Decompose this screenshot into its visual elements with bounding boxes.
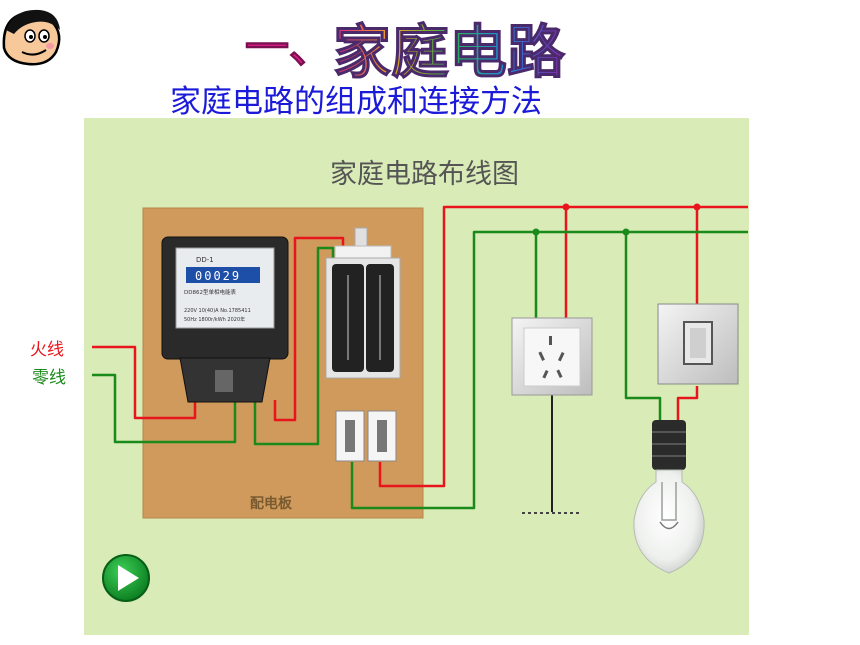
meter-name-line: DD862型单相电能表 <box>184 288 236 296</box>
wall-socket-icon <box>511 317 593 396</box>
live-wire-in <box>92 345 197 420</box>
junction-dots <box>532 203 701 236</box>
fuse-right <box>367 410 397 462</box>
meter-spec-line-1: 220V 10(40)A No.1785411 <box>184 308 251 314</box>
diagram-title: 家庭电路布线图 <box>330 159 519 190</box>
light-switch[interactable] <box>657 303 739 385</box>
meter-model: DD-1 <box>196 256 214 264</box>
live-wire-lamp <box>676 386 699 420</box>
electricity-meter: DD-1 00029 DD862型单相电能表 220V 10(40)A No.1… <box>161 236 289 403</box>
meter-spec-line-2: 50Hz 1800r/kWh 2020年 <box>184 316 245 323</box>
live-wire-main <box>378 205 748 488</box>
live-wire-meter-switch <box>273 236 345 422</box>
section-heading: 家庭电路 <box>333 18 566 86</box>
play-icon <box>118 565 139 591</box>
section-heading-prefix: 一、 <box>245 22 333 73</box>
live-wire-label: 火线 <box>30 340 64 360</box>
neutral-wire-lamp <box>624 232 662 420</box>
light-bulb-icon <box>633 420 705 574</box>
meter-counter <box>186 267 260 283</box>
neutral-wire-meter-switch <box>253 246 335 446</box>
slide-subtitle: 家庭电路的组成和连接方法 <box>170 84 542 120</box>
neutral-wire-in <box>92 373 237 444</box>
play-button[interactable] <box>102 554 150 602</box>
wiring <box>92 205 748 514</box>
neutral-wire-label: 零线 <box>32 368 66 388</box>
board-label: 配电板 <box>250 495 293 512</box>
mascot-logo-icon <box>2 9 61 66</box>
meter-seal <box>215 370 233 392</box>
meter-reading: 00029 <box>195 269 241 283</box>
neutral-wire-main <box>350 230 748 510</box>
fuse-left <box>335 410 365 462</box>
main-knife-switch[interactable] <box>325 227 401 379</box>
